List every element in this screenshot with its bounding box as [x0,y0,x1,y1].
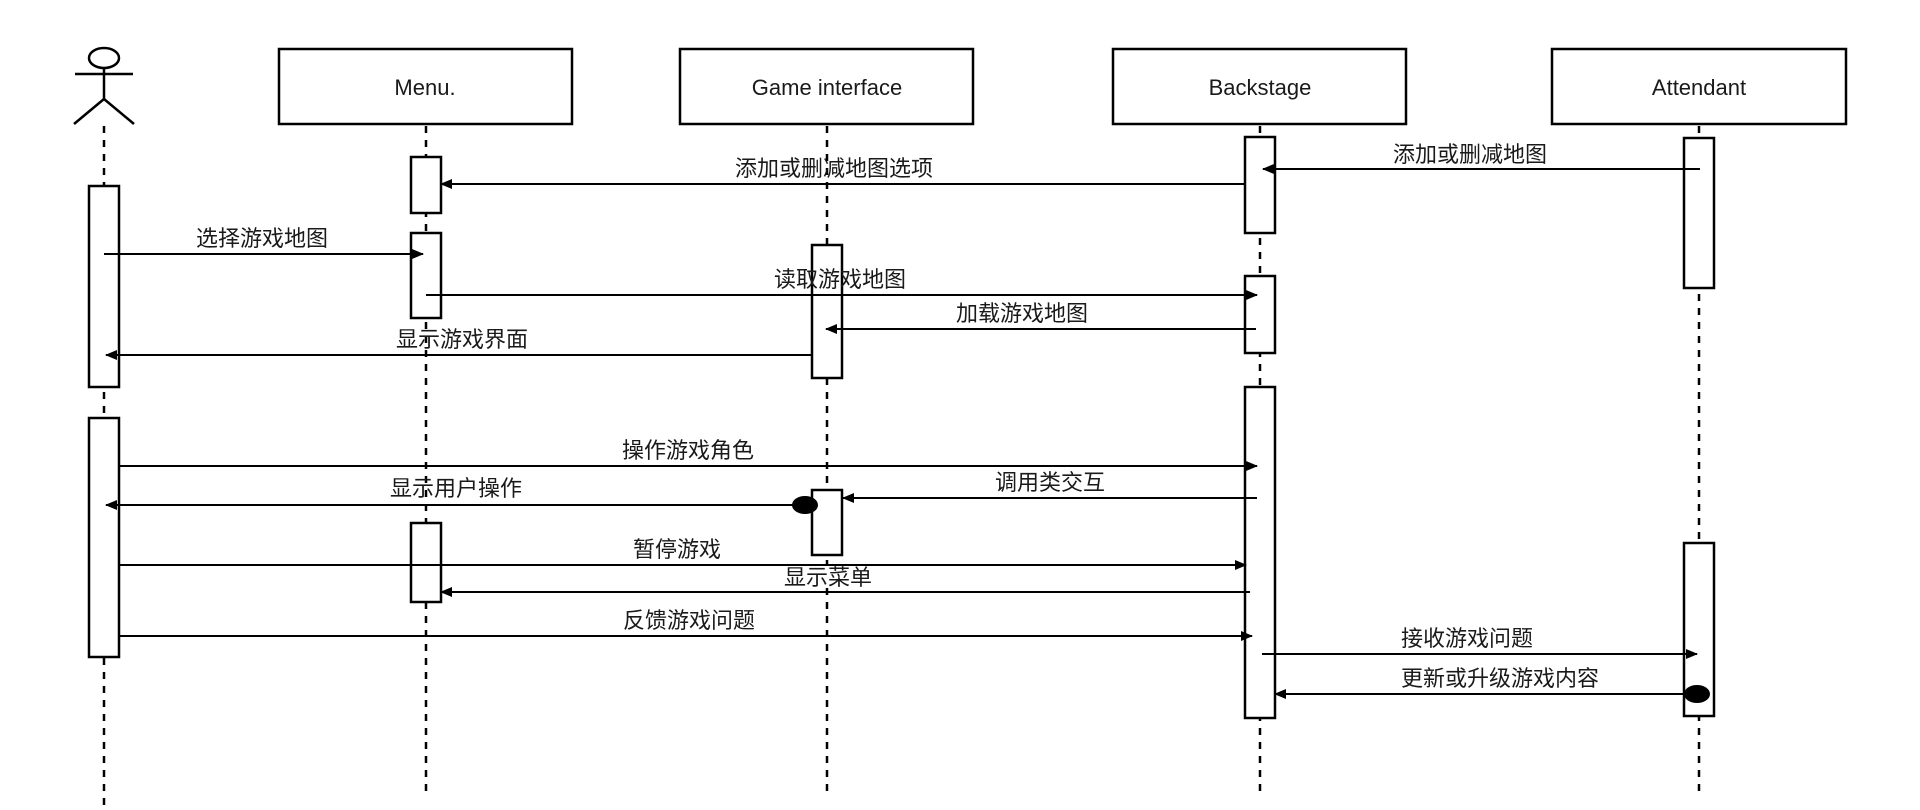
participant-attendant[interactable]: Attendant [1550,47,1848,126]
message-start-dot [1684,685,1710,703]
participant-label: Attendant [1652,75,1746,100]
stick-figure-actor-icon [73,46,135,125]
activation-attendant-1 [1682,136,1716,290]
activation-menu-3 [409,521,443,604]
message-label: 加载游戏地图 [956,302,1088,327]
message[interactable]: 选择游戏地图 [104,227,424,259]
activation-menu-1 [409,155,443,215]
activation-backstage-3 [1243,385,1277,720]
messages: 添加或删减地图 添加或删减地图选项 选择游戏地图 读取游戏地图 加载游戏地图 显… [104,143,1710,703]
message[interactable]: 读取游戏地图 [426,268,1258,300]
message[interactable]: 显示游戏界面 [105,328,812,360]
message-label: 显示用户操作 [390,477,522,502]
participant-label: Backstage [1209,75,1312,100]
message[interactable]: 添加或删减地图 [1262,143,1700,174]
message-label: 反馈游戏问题 [623,609,755,634]
participant-backstage[interactable]: Backstage [1111,47,1408,126]
activation-menu-2 [409,231,443,320]
message[interactable]: 调用类交互 [842,471,1257,503]
message[interactable]: 更新或升级游戏内容 [1274,667,1710,703]
message-label: 添加或删减地图选项 [735,157,933,182]
message-start-dot [792,496,818,514]
message[interactable]: 反馈游戏问题 [119,609,1253,641]
message[interactable]: 加载游戏地图 [825,302,1256,334]
activation-game-2 [810,488,844,557]
message-label: 调用类交互 [995,471,1105,496]
message-label: 显示游戏界面 [396,328,528,353]
message[interactable]: 显示菜单 [440,566,1250,597]
participant-label: Game interface [752,75,902,100]
message[interactable]: 接收游戏问题 [1262,627,1698,659]
participant-menu[interactable]: Menu. [277,47,574,126]
activation-user-2 [87,416,121,659]
message-label: 接收游戏问题 [1401,627,1533,652]
message[interactable]: 暂停游戏 [119,538,1247,570]
message-label: 显示菜单 [784,566,872,591]
message[interactable]: 显示用户操作 [105,477,818,514]
message-label: 暂停游戏 [633,538,721,563]
activation-backstage-1 [1243,135,1277,235]
activation-user-1 [87,184,121,389]
message[interactable]: 添加或删减地图选项 [440,157,1245,189]
participant-game-interface[interactable]: Game interface [678,47,975,126]
message-label: 选择游戏地图 [196,227,328,252]
activation-backstage-2 [1243,274,1277,355]
message-label: 读取游戏地图 [774,268,906,293]
message[interactable]: 操作游戏角色 [119,439,1258,471]
participant-label: Menu. [394,75,455,100]
activation-game-1 [810,243,844,380]
message-label: 更新或升级游戏内容 [1401,667,1599,692]
message-label: 操作游戏角色 [622,439,754,464]
message-label: 添加或删减地图 [1393,143,1547,168]
